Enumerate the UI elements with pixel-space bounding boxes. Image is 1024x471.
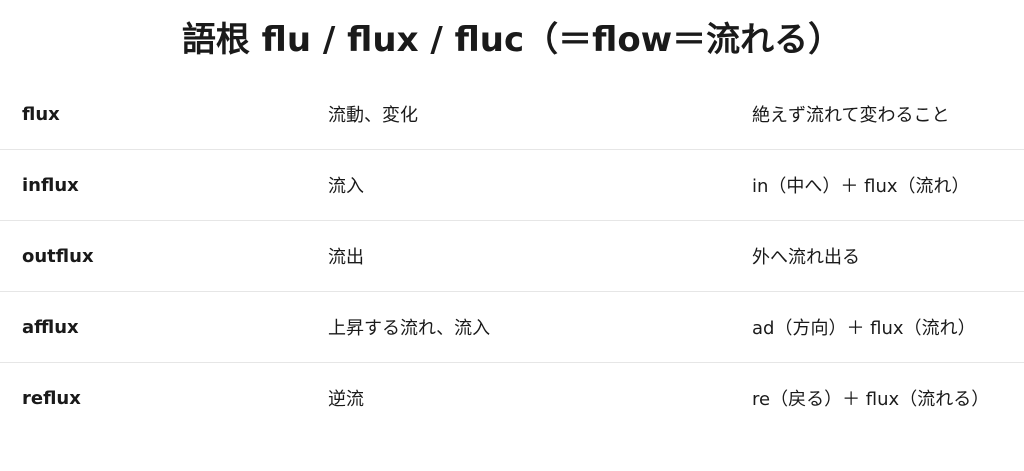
etymology-cell: 絶えず流れて変わること: [752, 79, 1024, 150]
word-cell: afflux: [0, 291, 328, 363]
meaning-cell: 流入: [328, 149, 752, 221]
word-cell: outflux: [0, 220, 328, 292]
etymology-cell: in（中へ）＋ flux（流れ）: [752, 149, 1024, 221]
table-row: reflux 逆流 re（戻る）＋ flux（流れる）: [0, 363, 1024, 434]
meaning-cell: 流出: [328, 220, 752, 292]
meaning-cell: 逆流: [328, 389, 364, 410]
page-title: 語根 flu / flux / fluc（＝flow＝流れる）: [181, 20, 843, 60]
etymology-cell: 外へ流れ出る: [752, 220, 1024, 292]
meaning-cell: 上昇する流れ、流入: [328, 291, 752, 363]
word-cell: flux: [0, 79, 328, 150]
word-cell: reflux: [22, 387, 81, 409]
etymology-cell: ad（方向）＋ flux（流れ）: [752, 291, 1024, 363]
meaning-cell: 流動、変化: [328, 79, 752, 150]
word-cell: influx: [0, 149, 328, 221]
etymology-cell: re（戻る）＋ flux（流れる）: [752, 389, 990, 410]
